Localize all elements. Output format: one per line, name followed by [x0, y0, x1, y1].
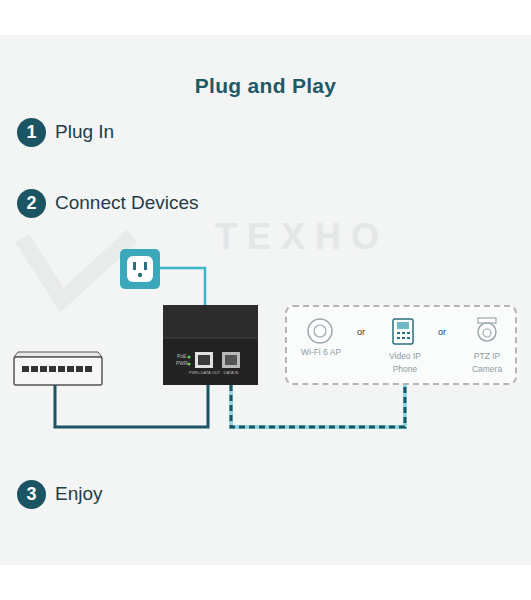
- device-group: or orWi-Fi 6 AP Video IP Phone PTZ IP Camer…: [285, 305, 517, 385]
- poe-injector: [163, 305, 258, 385]
- power-outlet: [120, 249, 160, 289]
- node-text: or: [357, 327, 365, 337]
- node-text: PoE: [177, 354, 186, 360]
- node-text: PWR+DATA OUT: [189, 371, 219, 376]
- camera-icon: [478, 318, 496, 341]
- step-number: 2: [17, 189, 46, 218]
- device-label: PTZ IP Camera: [463, 350, 511, 378]
- poe-injector-box: PoEPWRPWR+DATA OUTDATA IN: [163, 305, 258, 385]
- network-switch: [14, 352, 102, 385]
- device-label: Wi-Fi 6 AP: [293, 348, 349, 362]
- node-text: Video IP Phone: [381, 350, 429, 376]
- step-number: 1: [17, 118, 46, 147]
- watermark: ТЕХНО: [215, 216, 389, 257]
- step-label: Enjoy: [55, 483, 103, 505]
- background-band: [0, 35, 531, 565]
- node-text: PTZ IP Camera: [463, 350, 511, 376]
- power-cable: [160, 268, 205, 305]
- step-label: Plug In: [55, 121, 114, 143]
- diagram-title: Plug and Play: [0, 74, 531, 98]
- data-cable: [55, 385, 208, 427]
- phone-icon: [393, 319, 413, 344]
- access-point-icon: [308, 319, 332, 343]
- step-number: 3: [17, 480, 46, 509]
- poe-cable: [231, 385, 405, 427]
- group-fill: [285, 305, 517, 385]
- watermark-mark: [22, 236, 132, 300]
- callout-number: 3: [17, 484, 46, 505]
- node-text: Wi-Fi 6 AP: [293, 348, 349, 358]
- device-label: Video IP Phone: [381, 350, 429, 378]
- node-text: PWR: [176, 361, 188, 367]
- step-label: Connect Devices: [55, 192, 199, 214]
- node-text: or: [438, 327, 446, 337]
- node-text: DATA IN: [219, 371, 243, 376]
- callout-number: 1: [17, 122, 46, 143]
- callout-number: 2: [17, 193, 46, 214]
